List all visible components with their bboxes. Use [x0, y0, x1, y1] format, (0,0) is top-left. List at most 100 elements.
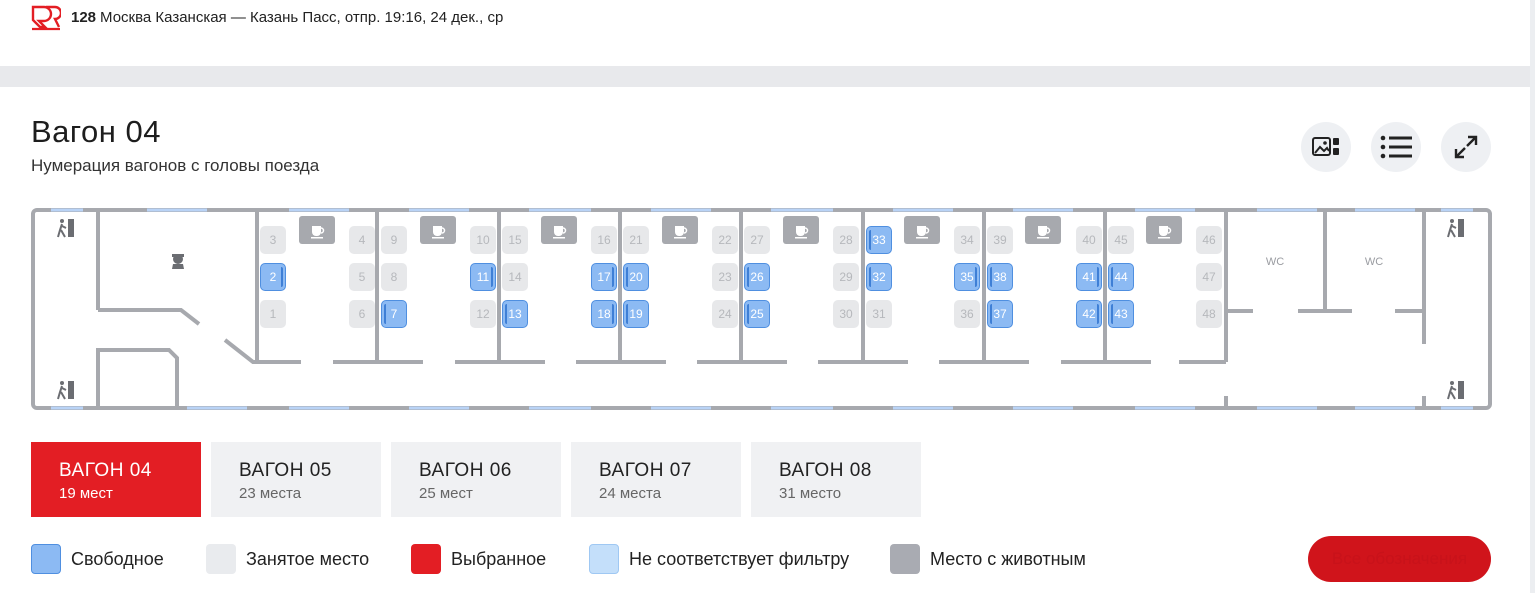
seat-13[interactable]: 13: [502, 300, 528, 328]
seat-3: 3: [260, 226, 286, 254]
seat-4: 4: [349, 226, 375, 254]
list-view-button[interactable]: [1371, 122, 1421, 172]
tab-car-4[interactable]: ВАГОН 04 19 мест: [31, 442, 201, 517]
car-title: Вагон 04: [31, 114, 161, 149]
coffee-cup-icon: [904, 216, 940, 244]
seat-44[interactable]: 44: [1108, 263, 1134, 291]
seat-12: 12: [470, 300, 496, 328]
seat-41[interactable]: 41: [1076, 263, 1102, 291]
legend-item: Выбранное: [411, 544, 546, 574]
seat-42[interactable]: 42: [1076, 300, 1102, 328]
seat-6: 6: [349, 300, 375, 328]
seat-47: 47: [1196, 263, 1222, 291]
tab-label: ВАГОН 04: [59, 460, 152, 481]
seat-27: 27: [744, 226, 770, 254]
legend-item: Место с животным: [890, 544, 1086, 574]
coffee-cup-icon: [299, 216, 335, 244]
seat-18[interactable]: 18: [591, 300, 617, 328]
seat-46: 46: [1196, 226, 1222, 254]
expand-icon: [1454, 135, 1478, 159]
seat-9: 9: [381, 226, 407, 254]
seat-7[interactable]: 7: [381, 300, 407, 328]
seat-32[interactable]: 32: [866, 263, 892, 291]
car-outline: WC WC: [31, 208, 1492, 410]
seat-17[interactable]: 17: [591, 263, 617, 291]
fullscreen-button[interactable]: [1441, 122, 1491, 172]
seat-21: 21: [623, 226, 649, 254]
legend-label: Свободное: [71, 548, 164, 569]
seat-19[interactable]: 19: [623, 300, 649, 328]
tab-seat-count: 19 мест: [59, 485, 113, 502]
conductor-icon: [172, 254, 184, 269]
emergency-exit-icon: [57, 219, 74, 238]
emergency-exit-icon: [1447, 219, 1464, 238]
seat-1: 1: [260, 300, 286, 328]
tab-car-5[interactable]: ВАГОН 05 23 места: [211, 442, 381, 517]
seat-28: 28: [833, 226, 859, 254]
seat-20[interactable]: 20: [623, 263, 649, 291]
tab-label: ВАГОН 08: [779, 460, 872, 481]
seat-29: 29: [833, 263, 859, 291]
coffee-cup-icon: [541, 216, 577, 244]
emergency-exit-icon: [57, 381, 74, 400]
tab-label: ВАГОН 05: [239, 460, 332, 481]
seat-33[interactable]: 33: [866, 226, 892, 254]
seat-2[interactable]: 2: [260, 263, 286, 291]
seat-43[interactable]: 43: [1108, 300, 1134, 328]
train-route: Москва Казанская — Казань Пасс, отпр. 19…: [100, 9, 504, 26]
page-scrollbar[interactable]: [1530, 0, 1535, 593]
seat-11[interactable]: 11: [470, 263, 496, 291]
seat-5: 5: [349, 263, 375, 291]
legend-swatch: [31, 544, 61, 574]
seat-10: 10: [470, 226, 496, 254]
seat-26[interactable]: 26: [744, 263, 770, 291]
seat-15: 15: [502, 226, 528, 254]
coffee-cup-icon: [1025, 216, 1061, 244]
legend-swatch: [890, 544, 920, 574]
legend-item: Свободное: [31, 544, 164, 574]
seat-36: 36: [954, 300, 980, 328]
seat-8: 8: [381, 263, 407, 291]
coffee-cup-icon: [1146, 216, 1182, 244]
tab-car-8[interactable]: ВАГОН 08 31 место: [751, 442, 921, 517]
photo-button[interactable]: [1301, 122, 1351, 172]
legend-item: Не соответствует фильтру: [589, 544, 849, 574]
seat-38[interactable]: 38: [987, 263, 1013, 291]
seat-23: 23: [712, 263, 738, 291]
legend-swatch: [206, 544, 236, 574]
seat-35[interactable]: 35: [954, 263, 980, 291]
list-icon: [1380, 135, 1412, 159]
seat-40: 40: [1076, 226, 1102, 254]
seat-31: 31: [866, 300, 892, 328]
seat-45: 45: [1108, 226, 1134, 254]
seat-30: 30: [833, 300, 859, 328]
seat-25[interactable]: 25: [744, 300, 770, 328]
seat-24: 24: [712, 300, 738, 328]
seat-34: 34: [954, 226, 980, 254]
legend-item: Занятое место: [206, 544, 369, 574]
legend-label: Место с животным: [930, 548, 1086, 569]
tab-seat-count: 23 места: [239, 485, 302, 502]
tab-seat-count: 24 места: [599, 485, 662, 502]
wc-right-label: WC: [1365, 256, 1383, 268]
tab-seat-count: 31 место: [779, 485, 842, 502]
seat-14: 14: [502, 263, 528, 291]
all-legend-button[interactable]: Все обозначения: [1308, 536, 1491, 582]
tab-label: ВАГОН 06: [419, 460, 512, 481]
legend-label: Не соответствует фильтру: [629, 548, 850, 569]
seat-48: 48: [1196, 300, 1222, 328]
emergency-exit-icon: [1447, 381, 1464, 400]
legend-label: Выбранное: [451, 548, 547, 569]
seat-37[interactable]: 37: [987, 300, 1013, 328]
coffee-cup-icon: [662, 216, 698, 244]
coffee-cup-icon: [783, 216, 819, 244]
rzd-logo-icon: [31, 5, 61, 31]
coffee-cup-icon: [420, 216, 456, 244]
legend-swatch: [589, 544, 619, 574]
legend-label: Занятое место: [246, 548, 370, 569]
